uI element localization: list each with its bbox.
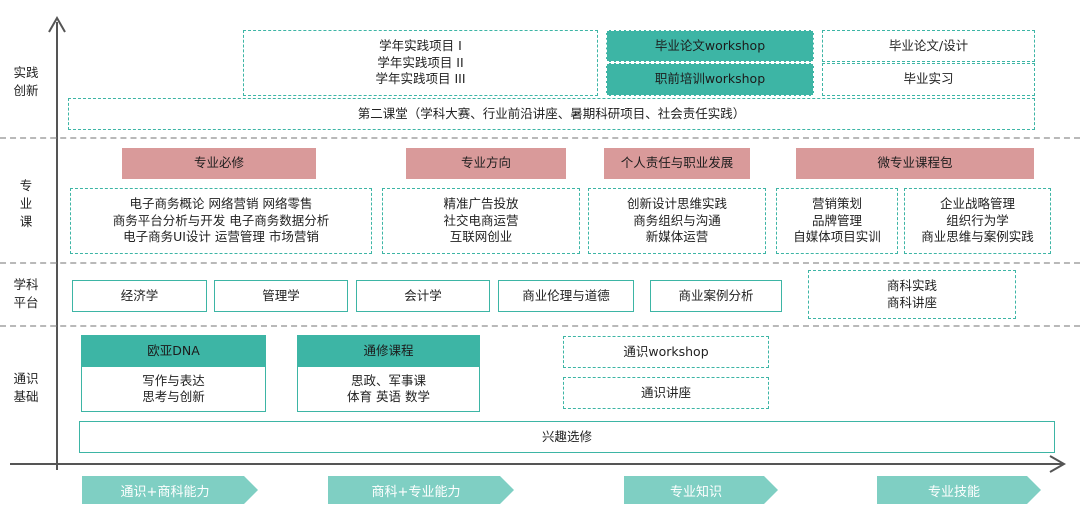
general-workshop-box: 通识workshop [563, 336, 769, 368]
row-label-general: 通识 基础 [13, 371, 39, 404]
internship-box: 毕业实习 [822, 63, 1035, 96]
major-direction-courses: 精准广告投放 社交电商运营 互联网创业 [382, 188, 580, 254]
prejob-workshop-box: 职前培训workshop [606, 63, 814, 96]
dna-courses: 写作与表达 思考与创新 [81, 366, 266, 412]
thesis-design-box: 毕业论文/设计 [822, 30, 1035, 62]
yearly-projects-box: 学年实践项目 I 学年实践项目 II 学年实践项目 III [243, 30, 598, 96]
discipline-practice-box: 商科实践 商科讲座 [808, 270, 1016, 319]
stage-arrow-4: 专业技能 [877, 476, 1041, 504]
stage-arrow-3: 专业知识 [624, 476, 778, 504]
common-title: 通修课程 [297, 335, 480, 367]
stage-arrow-4-label: 专业技能 [927, 484, 980, 500]
row-label-discipline: 学科 平台 [13, 277, 39, 310]
stage-arrow-3-label: 专业知识 [669, 484, 722, 500]
stage-arrow-1-label: 通识+商科能力 [120, 484, 210, 500]
discipline-course-accounting: 会计学 [356, 280, 490, 312]
major-header-career: 个人责任与职业发展 [604, 148, 750, 179]
dna-title: 欧亚DNA [81, 335, 266, 367]
discipline-course-economics: 经济学 [72, 280, 207, 312]
stage-arrow-1: 通识+商科能力 [82, 476, 258, 504]
x-axis-arrow-icon [1049, 455, 1067, 473]
discipline-course-ethics: 商业伦理与道德 [498, 280, 634, 312]
micro-package-b: 企业战略管理 组织行为学 商业思维与案例实践 [904, 188, 1051, 254]
discipline-course-cases: 商业案例分析 [650, 280, 782, 312]
common-courses: 思政、军事课 体育 英语 数学 [297, 366, 480, 412]
row-divider-1 [0, 137, 1080, 139]
micro-package-a: 营销策划 品牌管理 自媒体项目实训 [776, 188, 898, 254]
general-lecture-box: 通识讲座 [563, 377, 769, 409]
major-career-courses: 创新设计思维实践 商务组织与沟通 新媒体运营 [588, 188, 766, 254]
second-classroom-box: 第二课堂（学科大赛、行业前沿讲座、暑期科研项目、社会责任实践） [68, 98, 1035, 130]
stage-arrow-2-label: 商科+专业能力 [371, 484, 461, 500]
row-label-practice: 实践 创新 [13, 65, 39, 98]
row-label-major: 专 业 课 [19, 178, 33, 229]
major-header-direction: 专业方向 [406, 148, 566, 179]
major-required-courses: 电子商务概论 网络营销 网络零售 商务平台分析与开发 电子商务数据分析 电子商务… [70, 188, 372, 254]
row-divider-2 [0, 262, 1080, 264]
stage-arrow-2: 商科+专业能力 [328, 476, 514, 504]
thesis-workshop-box: 毕业论文workshop [606, 30, 814, 62]
y-axis-arrow-icon [48, 15, 66, 33]
row-divider-3 [0, 325, 1080, 327]
discipline-course-management: 管理学 [214, 280, 348, 312]
interest-electives-box: 兴趣选修 [79, 421, 1055, 453]
major-header-micro: 微专业课程包 [796, 148, 1034, 179]
major-header-required: 专业必修 [122, 148, 316, 179]
